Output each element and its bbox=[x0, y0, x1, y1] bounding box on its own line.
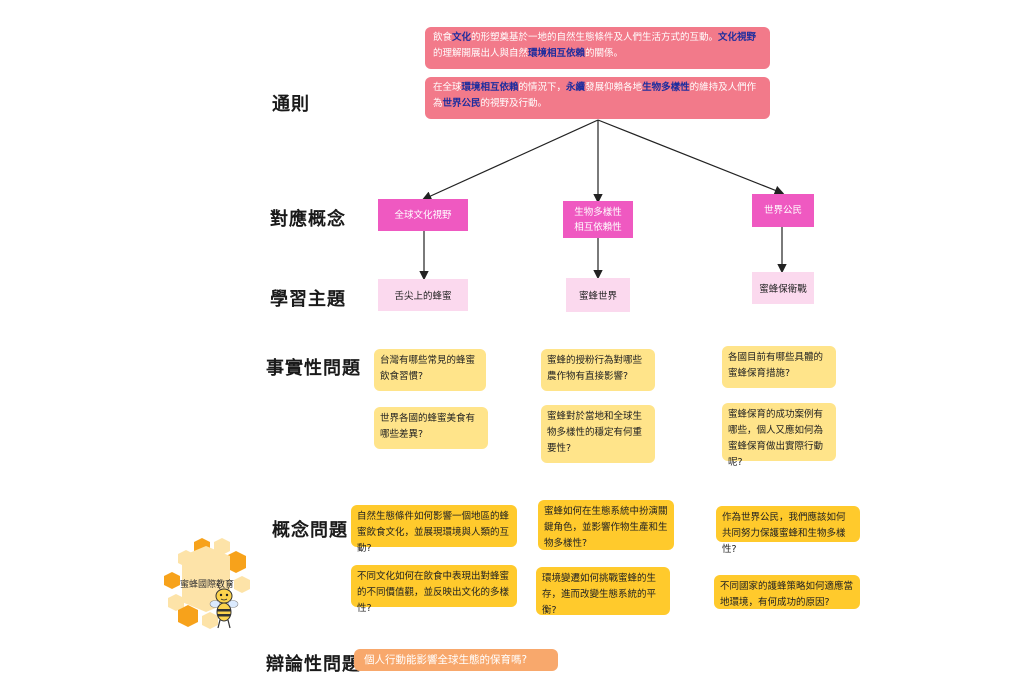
gen1-highlight-perspective: 文化視野 bbox=[718, 32, 757, 43]
gen1-highlight-interdependence: 環境相互依賴 bbox=[528, 48, 586, 59]
topic-2-label: 蜜蜂世界 bbox=[578, 291, 617, 302]
row-label-learning-topic: 學習主題 bbox=[270, 289, 346, 310]
topic-1-label: 舌尖上的蜂蜜 bbox=[394, 291, 452, 302]
conceptual-question-2-1: 蜜蜂如何在生態系統中扮演關鍵角色，並影響作物生產和生物多樣性? bbox=[538, 500, 674, 550]
arrow-to-concept-1 bbox=[421, 119, 599, 201]
gen1-text-1: 飲食 bbox=[433, 32, 453, 43]
concept-2-line-1: 生物多樣性 bbox=[574, 206, 622, 218]
gen2-text-4: 的維持及人們作為 bbox=[433, 82, 757, 109]
row-label-debatable: 辯論性問題 bbox=[266, 654, 361, 675]
gen2-highlight-sustainability: 永續 bbox=[566, 82, 586, 93]
factual-question-3-1: 各國目前有哪些具體的蜜蜂保育措施? bbox=[722, 346, 836, 388]
concept-global-culture: 全球文化視野 bbox=[378, 199, 468, 231]
factual-question-2-2: 蜜蜂對於當地和全球生物多樣性的穩定有何重要性? bbox=[541, 405, 655, 463]
row-label-factual: 事實性問題 bbox=[266, 358, 361, 379]
factual-question-1-1: 台灣有哪些常見的蜂蜜飲食習慣? bbox=[374, 349, 486, 391]
conceptual-question-2-2: 環境變遷如何挑戰蜜蜂的生存，進而改變生態系統的平衡? bbox=[536, 567, 670, 616]
gen2-text-1: 在全球 bbox=[433, 82, 462, 93]
concept-world-citizen: 世界公民 bbox=[752, 194, 814, 227]
debatable-question: 個人行動能影響全球生態的保育嗎? bbox=[354, 649, 558, 671]
generalization-box-1: 飲食文化的形塑奠基於一地的自然生態條件及人們生活方式的互動。文化視野的理解開展出… bbox=[425, 27, 770, 69]
gen1-highlight-culture: 文化 bbox=[452, 32, 472, 43]
topic-bee-defense: 蜜蜂保衛戰 bbox=[752, 272, 814, 304]
row-label-generalization: 通則 bbox=[272, 94, 310, 115]
topic-bee-world: 蜜蜂世界 bbox=[566, 278, 630, 312]
factual-question-2-1: 蜜蜂的授粉行為對哪些農作物有直接影響? bbox=[541, 349, 655, 391]
conceptual-question-3-1: 作為世界公民，我們應該如何共同努力保護蜜蜂和生物多樣性? bbox=[716, 506, 860, 555]
gen1-text-3: 的理解開展出人與自然 bbox=[433, 48, 529, 59]
gen2-text-3: 發展仰賴各地 bbox=[585, 82, 643, 93]
gen2-highlight-interdependence: 環境相互依賴 bbox=[461, 82, 519, 93]
bee-logo-icon bbox=[164, 538, 250, 629]
generalization-box-2: 在全球環境相互依賴的情況下，永續發展仰賴各地生物多樣性的維持及人們作為世界公民的… bbox=[425, 77, 770, 119]
concept-2-line-2: 相互依賴性 bbox=[574, 221, 622, 233]
conceptual-question-1-2: 不同文化如何在飲食中表現出對蜂蜜的不同價值觀，並反映出文化的多樣性? bbox=[351, 565, 517, 614]
topic-3-label: 蜜蜂保衛戰 bbox=[759, 284, 807, 295]
gen2-highlight-biodiversity: 生物多樣性 bbox=[642, 82, 690, 93]
concept-biodiversity: 生物多樣性 相互依賴性 bbox=[563, 201, 633, 238]
conceptual-question-3-2: 不同國家的護蜂策略如何適應當地環境，有何成功的原因? bbox=[714, 575, 860, 609]
gen2-highlight-citizen: 世界公民 bbox=[442, 98, 481, 109]
gen1-text-4: 的關係。 bbox=[585, 48, 624, 59]
gen1-text-2: 的形塑奠基於一地的自然生態條件及人們生活方式的互動。 bbox=[471, 32, 719, 43]
arrow-to-concept-3 bbox=[597, 119, 785, 195]
logo-text: 蜜蜂國際教育 bbox=[180, 580, 235, 590]
row-label-conceptual: 概念問題 bbox=[272, 520, 348, 541]
factual-question-1-2: 世界各國的蜂蜜美食有哪些差異? bbox=[374, 407, 488, 449]
topic-honey-tongue: 舌尖上的蜂蜜 bbox=[378, 279, 468, 311]
conceptual-question-1-1: 自然生態條件如何影響一個地區的蜂蜜飲食文化，並展現環境與人類的互動? bbox=[351, 505, 517, 554]
gen2-text-2: 的情況下， bbox=[518, 82, 567, 93]
gen2-text-5: 的視野及行動。 bbox=[480, 98, 548, 109]
concept-3-label: 世界公民 bbox=[763, 205, 802, 216]
concept-1-label: 全球文化視野 bbox=[394, 209, 452, 221]
row-label-related-concept: 對應概念 bbox=[270, 209, 346, 230]
factual-question-3-2: 蜜蜂保育的成功案例有哪些，個人又應如何為蜜蜂保育做出實際行動呢? bbox=[722, 403, 836, 468]
